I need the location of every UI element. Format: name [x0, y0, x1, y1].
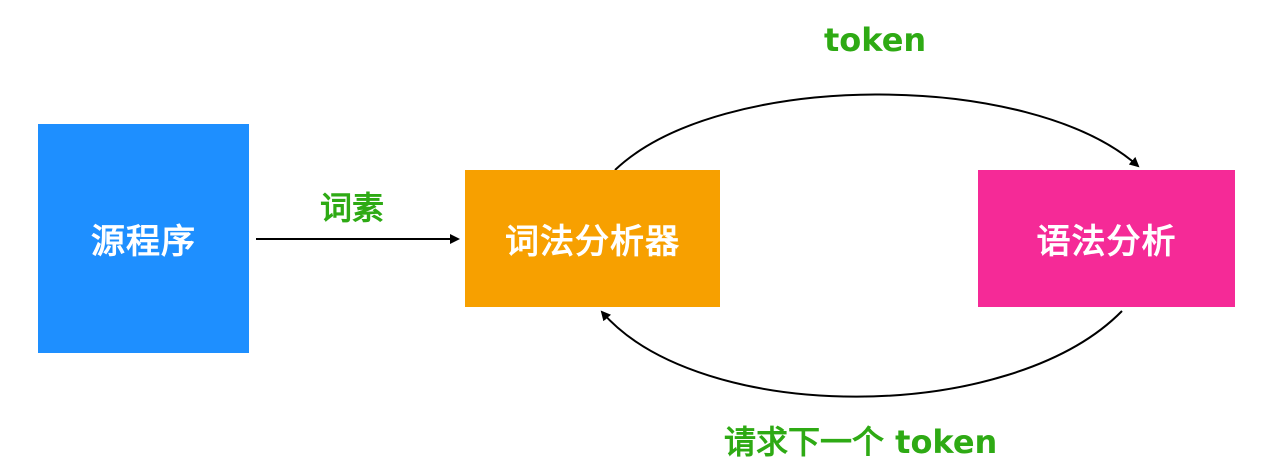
node-parser: 语法分析	[978, 170, 1235, 307]
node-source-label: 源程序	[91, 222, 196, 262]
edge-label-token: token	[824, 21, 927, 59]
node-parser-label: 语法分析	[1036, 222, 1177, 262]
node-lexer: 词法分析器	[465, 170, 720, 307]
node-lexer-label: 词法分析器	[505, 222, 680, 262]
edge-label-lexeme: 词素	[320, 189, 385, 227]
arrow-lexer-to-parser	[614, 93, 1140, 171]
node-source-program: 源程序	[38, 124, 249, 353]
edge-label-request-next-token: 请求下一个 token	[724, 423, 998, 461]
arrow-parser-to-lexer	[600, 310, 1123, 398]
